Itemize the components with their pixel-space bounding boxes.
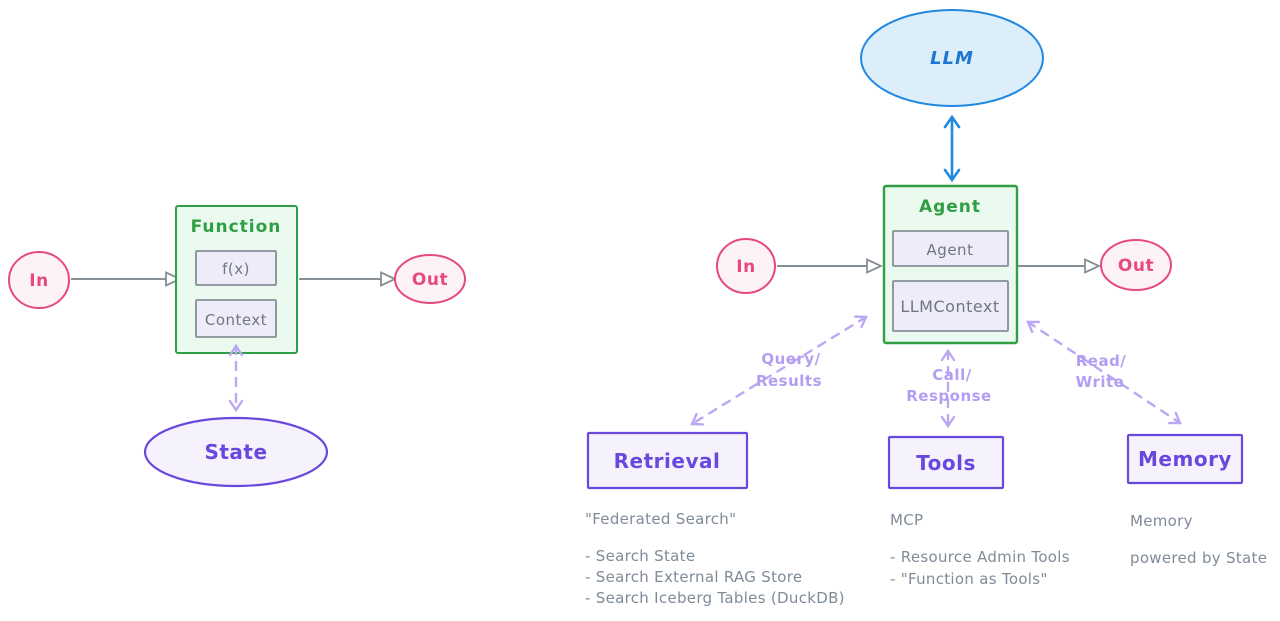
agent-out-label: Out [1118, 256, 1154, 276]
tools-node [887, 435, 1005, 490]
agent-diagram: LLM Agent Agent LLMContext In Out Query/… [585, 9, 1267, 607]
agent-memory-arrow [1026, 320, 1182, 425]
agent-in-label: In [736, 257, 755, 277]
state-node-label: State [204, 440, 267, 464]
agent-node-title: Agent [919, 197, 981, 217]
tools-note-item: - "Function as Tools" [890, 570, 1048, 588]
function-out-label: Out [412, 270, 448, 290]
fx-node-label: f(x) [222, 260, 250, 278]
call-edge-label-line2: Response [906, 387, 991, 405]
context-node-label: Context [205, 311, 267, 329]
memory-node [1126, 433, 1244, 485]
memory-node-label: Memory [1138, 447, 1232, 471]
function-in-node [8, 251, 70, 309]
tools-note-item: - Resource Admin Tools [890, 548, 1070, 566]
query-edge-label-line1: Query/ [761, 350, 820, 368]
query-edge-label-line2: Results [756, 372, 822, 390]
function-diagram: In Function f(x) Context Out State [8, 205, 466, 488]
agent-in-node [716, 238, 776, 294]
tools-notes-heading: MCP [890, 511, 923, 529]
retrieval-node [586, 431, 749, 490]
memory-notes: Memory powered by State [1130, 512, 1267, 567]
function-node-title: Function [191, 217, 282, 237]
agent-retrieval-arrow [690, 315, 868, 426]
retrieval-note-item: - Search External RAG Store [585, 568, 802, 586]
function-out-node [394, 254, 466, 304]
call-edge-label-line1: Call/ [932, 366, 971, 384]
agent-inner-label: Agent [927, 241, 974, 259]
retrieval-note-item: - Search State [585, 547, 695, 565]
state-node [143, 416, 329, 488]
llmcontext-node [892, 280, 1009, 332]
fx-node [195, 250, 277, 286]
read-edge-label-line1: Read/ [1076, 352, 1127, 370]
function-in-label: In [29, 271, 48, 291]
llmcontext-label: LLMContext [900, 297, 999, 316]
retrieval-notes: "Federated Search" - Search State - Sear… [585, 510, 845, 607]
context-node [195, 299, 277, 338]
read-edge-label-line2: Write [1076, 373, 1125, 391]
retrieval-node-label: Retrieval [614, 449, 721, 473]
memory-notes-heading: Memory [1130, 512, 1193, 530]
llm-node-label: LLM [930, 48, 974, 69]
retrieval-note-item: - Search Iceberg Tables (DuckDB) [585, 589, 845, 607]
tools-node-label: Tools [916, 451, 976, 475]
agent-out-node [1100, 239, 1172, 291]
tools-notes: MCP - Resource Admin Tools - "Function a… [890, 511, 1070, 588]
retrieval-notes-heading: "Federated Search" [585, 510, 736, 528]
llm-node [860, 9, 1044, 107]
agent-inner-node [892, 230, 1009, 267]
memory-note-item: powered by State [1130, 549, 1267, 567]
